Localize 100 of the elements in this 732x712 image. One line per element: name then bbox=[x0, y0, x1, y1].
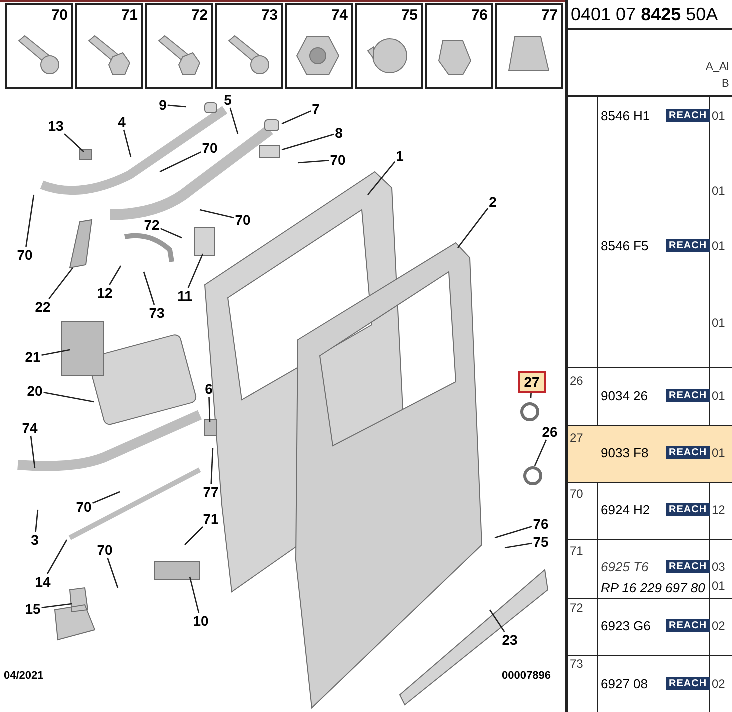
part-code: 6924 H2 bbox=[601, 502, 650, 518]
callout-number: 73 bbox=[148, 305, 166, 321]
leader-line bbox=[457, 208, 489, 248]
callout-number: 8 bbox=[334, 125, 344, 141]
quantity: 02 bbox=[712, 677, 726, 691]
leader-line bbox=[123, 130, 132, 158]
item-number: 72 bbox=[570, 601, 584, 615]
leader-line bbox=[48, 268, 74, 300]
part-code: 8546 H1 bbox=[601, 108, 650, 124]
callout-number: 2 bbox=[488, 194, 498, 210]
leader-line bbox=[282, 110, 312, 125]
quantity: 01 bbox=[712, 389, 726, 403]
leader-line bbox=[504, 542, 532, 549]
part-code: 6923 G6 bbox=[601, 618, 651, 634]
quantity: 03 bbox=[712, 560, 726, 574]
callout-number: 70 bbox=[96, 542, 114, 558]
callout-number: 9 bbox=[158, 97, 168, 113]
quantity: 01 bbox=[712, 579, 726, 593]
callout-number: 7 bbox=[311, 101, 321, 117]
leader-line bbox=[230, 108, 239, 134]
reference-number: 0401 07 8425 50A bbox=[571, 4, 718, 26]
quantity: 01 bbox=[712, 446, 726, 460]
callout-number: 75 bbox=[532, 534, 550, 550]
leader-line bbox=[282, 134, 334, 151]
leader-line bbox=[200, 209, 234, 219]
callout-number: 21 bbox=[24, 349, 42, 365]
part-number: 73 bbox=[261, 7, 278, 24]
part-code: 9034 26 bbox=[601, 388, 648, 404]
quantity: 01 bbox=[712, 109, 726, 123]
leader-line bbox=[64, 134, 84, 152]
part-number: 72 bbox=[191, 7, 208, 24]
callout-number: 12 bbox=[96, 285, 114, 301]
callout-number: 26 bbox=[541, 424, 559, 440]
callout-number: 70 bbox=[16, 247, 34, 263]
leader-line bbox=[494, 526, 532, 539]
callout-number: 20 bbox=[26, 383, 44, 399]
callout-number: 22 bbox=[34, 299, 52, 315]
leader-line bbox=[92, 491, 120, 504]
part-number: 76 bbox=[471, 7, 488, 24]
part-code: 6925 T6 bbox=[601, 560, 649, 574]
leader-line bbox=[534, 440, 548, 466]
leader-line bbox=[530, 392, 532, 398]
item-number: 70 bbox=[570, 487, 584, 501]
callout-number: 10 bbox=[192, 613, 210, 629]
item-number: 27 bbox=[570, 431, 584, 445]
callout-number: 70 bbox=[234, 212, 252, 228]
callout-number: 14 bbox=[34, 574, 52, 590]
quantity: 01 bbox=[712, 316, 726, 330]
callout-number: 70 bbox=[329, 152, 347, 168]
part-code: RP 16 229 697 80 bbox=[601, 580, 706, 596]
callout-number: 70 bbox=[75, 499, 93, 515]
leader-line bbox=[160, 152, 202, 173]
item-number: 73 bbox=[570, 657, 584, 671]
leader-line bbox=[35, 510, 39, 532]
leader-line bbox=[30, 436, 36, 468]
leader-line bbox=[160, 228, 182, 239]
part-number: 70 bbox=[51, 7, 68, 24]
callout-number: 72 bbox=[143, 217, 161, 233]
quantity: 12 bbox=[712, 503, 726, 517]
leader-line bbox=[42, 349, 70, 356]
part-code: 9033 F8 bbox=[601, 446, 649, 460]
reach-badge: REACH bbox=[666, 620, 710, 632]
column-header: B bbox=[722, 78, 730, 90]
callout-number: 1 bbox=[395, 148, 405, 164]
item-number: 26 bbox=[570, 374, 584, 388]
leader-line bbox=[42, 603, 72, 609]
reach-badge: REACH bbox=[666, 504, 710, 516]
callout-number: 76 bbox=[532, 516, 550, 532]
part-number: 74 bbox=[331, 7, 348, 24]
leader-line bbox=[188, 254, 204, 288]
leader-line bbox=[189, 576, 200, 614]
leader-line bbox=[210, 448, 214, 484]
reach-badge: REACH bbox=[666, 446, 710, 460]
reach-badge: REACH bbox=[666, 110, 710, 122]
callout-number: 6 bbox=[204, 381, 214, 397]
part-number: 71 bbox=[121, 7, 138, 24]
callout-number: 71 bbox=[202, 511, 220, 527]
part-number: 75 bbox=[401, 7, 418, 24]
callout-number: 77 bbox=[202, 484, 220, 500]
leader-line bbox=[168, 104, 186, 108]
reach-badge: REACH bbox=[666, 678, 710, 690]
leader-line bbox=[107, 558, 119, 588]
leader-line bbox=[47, 540, 68, 574]
leader-line bbox=[184, 526, 204, 546]
callout-number: 74 bbox=[21, 420, 39, 436]
leader-line bbox=[44, 392, 94, 403]
part-code: 6927 08 bbox=[601, 676, 648, 692]
leader-line bbox=[143, 272, 156, 306]
leader-line bbox=[26, 194, 35, 248]
quantity: 01 bbox=[712, 239, 726, 253]
footer-text: 04/2021 bbox=[4, 670, 44, 682]
part-code: 8546 F5 bbox=[601, 238, 649, 254]
footer-text: 00007896 bbox=[502, 670, 551, 682]
callout-number: 3 bbox=[30, 532, 40, 548]
leader-line bbox=[298, 160, 330, 164]
reach-badge: REACH bbox=[666, 560, 710, 574]
callout-number: 23 bbox=[501, 632, 519, 648]
part-number: 77 bbox=[541, 7, 558, 24]
callout-number: 11 bbox=[176, 288, 194, 304]
reach-badge: REACH bbox=[666, 390, 710, 402]
